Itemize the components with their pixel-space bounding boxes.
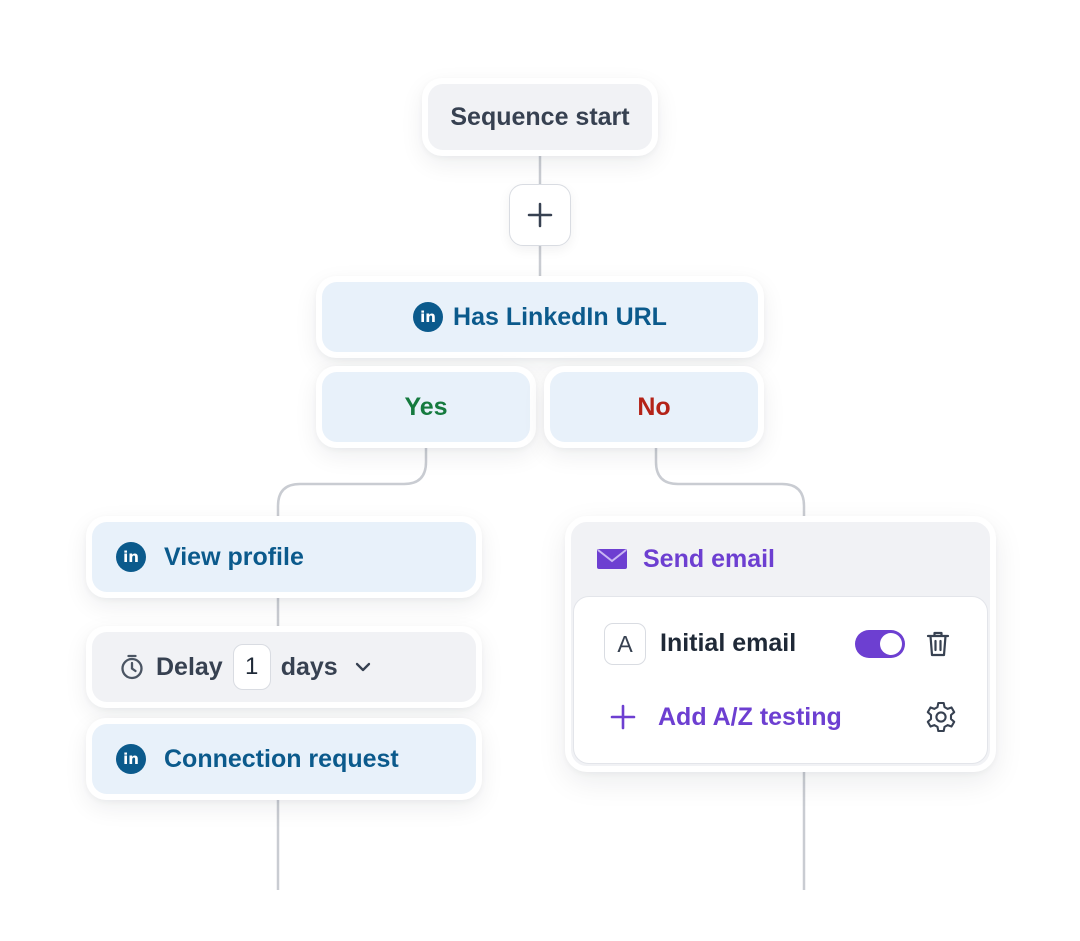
trash-icon[interactable] bbox=[925, 630, 951, 658]
send-email-node[interactable]: Send email A Initial email Add A/Z testi… bbox=[565, 516, 996, 772]
add-step-button[interactable] bbox=[509, 184, 571, 246]
variant-label[interactable]: Initial email bbox=[660, 629, 797, 657]
toggle-knob bbox=[880, 633, 902, 655]
gear-icon[interactable] bbox=[924, 700, 958, 734]
variant-enabled-toggle[interactable] bbox=[855, 630, 905, 658]
linkedin-icon: in bbox=[116, 744, 146, 774]
envelope-icon bbox=[597, 549, 627, 569]
branch-yes[interactable]: Yes bbox=[316, 366, 536, 448]
connection-request-label: Connection request bbox=[164, 744, 399, 773]
view-profile-label: View profile bbox=[164, 542, 304, 571]
branch-no[interactable]: No bbox=[544, 366, 764, 448]
delay-unit[interactable]: days bbox=[280, 652, 338, 681]
branch-yes-label: Yes bbox=[404, 392, 448, 421]
plus-icon[interactable] bbox=[610, 704, 636, 730]
send-email-label: Send email bbox=[643, 544, 775, 573]
add-testing-button[interactable]: Add A/Z testing bbox=[658, 703, 842, 731]
connection-request-node[interactable]: in Connection request bbox=[86, 718, 482, 800]
plus-icon bbox=[527, 202, 553, 228]
timer-icon bbox=[121, 654, 143, 680]
delay-node[interactable]: Delay 1 days bbox=[86, 626, 482, 708]
delay-value-input[interactable]: 1 bbox=[232, 644, 271, 690]
chevron-down-icon[interactable] bbox=[352, 656, 374, 678]
condition-node[interactable]: in Has LinkedIn URL bbox=[316, 276, 764, 358]
email-variants-panel: A Initial email Add A/Z testing bbox=[573, 596, 988, 764]
condition-label: Has LinkedIn URL bbox=[453, 302, 667, 331]
view-profile-node[interactable]: in View profile bbox=[86, 516, 482, 598]
linkedin-icon: in bbox=[413, 302, 444, 332]
sequence-start-label: Sequence start bbox=[450, 102, 630, 131]
linkedin-icon: in bbox=[116, 542, 146, 572]
delay-prefix: Delay bbox=[156, 652, 223, 681]
variant-letter-badge: A bbox=[604, 623, 646, 665]
branch-no-label: No bbox=[637, 392, 671, 421]
sequence-start-node[interactable]: Sequence start bbox=[422, 78, 658, 156]
